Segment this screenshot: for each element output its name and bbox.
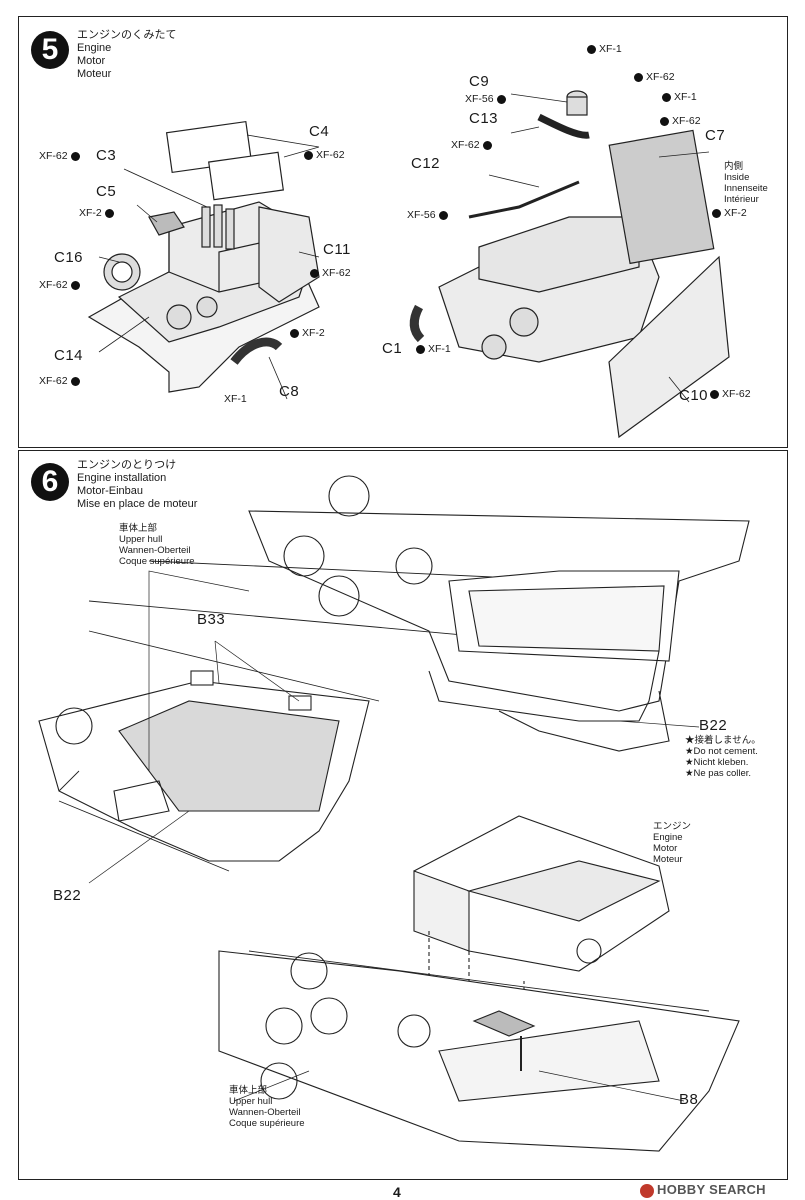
paint-dot-icon	[70, 151, 80, 161]
paint-label-xf1: XF-1	[659, 91, 697, 103]
paint-label-xf2: XF-2	[79, 207, 117, 219]
part-label-b33: B33	[197, 611, 226, 628]
paint-dot-icon	[70, 280, 80, 290]
part-label-c11: C11	[323, 241, 351, 258]
step-number-badge: 5	[31, 31, 69, 69]
paint-label-xf62: XF-62	[39, 279, 83, 291]
engine-label: エンジン Engine Motor Moteur	[653, 821, 692, 865]
paint-dot-icon	[712, 208, 721, 218]
paint-dot-icon	[310, 268, 319, 278]
step-title: エンジンのとりつけ Engine installation Motor-Einb…	[77, 459, 197, 511]
part-label-c7: C7	[705, 127, 726, 144]
upper-hull-label: 車体上部 Upper hull Wannen-Oberteil Coque su…	[119, 523, 195, 567]
paint-label-xf2: XF-2	[709, 207, 747, 219]
part-label-c14: C14	[54, 347, 84, 364]
step-title-fr: Mise en place de moteur	[77, 498, 198, 510]
part-label-c1: C1	[382, 340, 403, 357]
paint-label-xf1: XF-1	[584, 43, 622, 55]
inside-note: 内側 Inside Innenseite Intérieur	[724, 161, 768, 205]
part-label-b8: B8	[679, 1091, 699, 1108]
paint-dot-icon	[662, 92, 671, 102]
paint-label-xf62: XF-62	[39, 375, 83, 387]
paint-label-xf62: XF-62	[39, 150, 83, 162]
part-label-c12: C12	[411, 155, 441, 172]
step-title-en: Engine	[77, 42, 112, 54]
paint-dot-icon	[634, 72, 643, 82]
paint-label-xf62: XF-62	[307, 267, 351, 279]
step-title-de: Motor	[77, 55, 106, 67]
step-title-jp: エンジンのくみたて	[77, 29, 177, 41]
part-label-c3: C3	[96, 147, 117, 164]
part-label-c9: C9	[469, 73, 490, 90]
do-not-cement-note: ★接着しません。 ★Do not cement. ★Nicht kleben. …	[685, 735, 761, 779]
step-title-en: Engine installation	[77, 472, 167, 484]
hobby-search-logo-icon	[640, 1183, 654, 1198]
paint-dot-icon	[290, 328, 299, 338]
paint-label-xf62: XF-62	[657, 115, 701, 127]
step-title: エンジンのくみたて Engine Motor Moteur	[77, 29, 176, 81]
part-label-c13: C13	[469, 110, 499, 127]
engine-installation-diagram	[38, 475, 750, 1152]
paint-label-xf62: XF-62	[707, 388, 751, 400]
paint-dot-icon	[104, 208, 114, 218]
part-label-b22: B22	[699, 717, 728, 734]
paint-dot-icon	[587, 44, 596, 54]
paint-dot-icon	[660, 116, 669, 126]
part-label-c8: C8	[279, 383, 300, 400]
paint-label-xf56: XF-56	[407, 209, 451, 221]
part-label-c10: C10	[679, 387, 709, 404]
part-label-c5: C5	[96, 183, 117, 200]
step-5-panel: 5 エンジンのくみたて Engine Motor Moteur	[18, 16, 788, 448]
page-number: 4	[393, 1184, 401, 1200]
part-label-c16: C16	[54, 249, 84, 266]
paint-label-xf1: XF-1	[224, 393, 247, 405]
paint-dot-icon	[438, 210, 448, 220]
paint-dot-icon	[304, 150, 313, 160]
step-title-fr: Moteur	[77, 68, 112, 80]
step-6-panel: 6 エンジンのとりつけ Engine installation Motor-Ei…	[18, 450, 788, 1180]
paint-label-xf1: XF-1	[413, 343, 451, 355]
paint-dot-icon	[482, 140, 492, 150]
paint-dot-icon	[710, 389, 719, 399]
paint-dot-icon	[70, 376, 80, 386]
paint-label-xf62: XF-62	[451, 139, 495, 151]
paint-label-xf62: XF-62	[301, 149, 345, 161]
paint-label-xf2: XF-2	[287, 327, 325, 339]
step-number-badge: 6	[31, 463, 69, 501]
paint-label-xf56: XF-56	[465, 93, 509, 105]
paint-dot-icon	[416, 344, 425, 354]
part-label-c4: C4	[309, 123, 330, 140]
part-label-b22: B22	[53, 887, 82, 904]
step-title-jp: エンジンのとりつけ	[77, 459, 177, 471]
paint-label-xf62: XF-62	[631, 71, 675, 83]
engine-assembly-left-diagram	[87, 90, 730, 439]
step-title-de: Motor-Einbau	[77, 485, 144, 497]
paint-dot-icon	[496, 94, 506, 104]
watermark: HOBBY SEARCH	[640, 1182, 766, 1198]
upper-hull-label: 車体上部 Upper hull Wannen-Oberteil Coque su…	[229, 1085, 305, 1129]
